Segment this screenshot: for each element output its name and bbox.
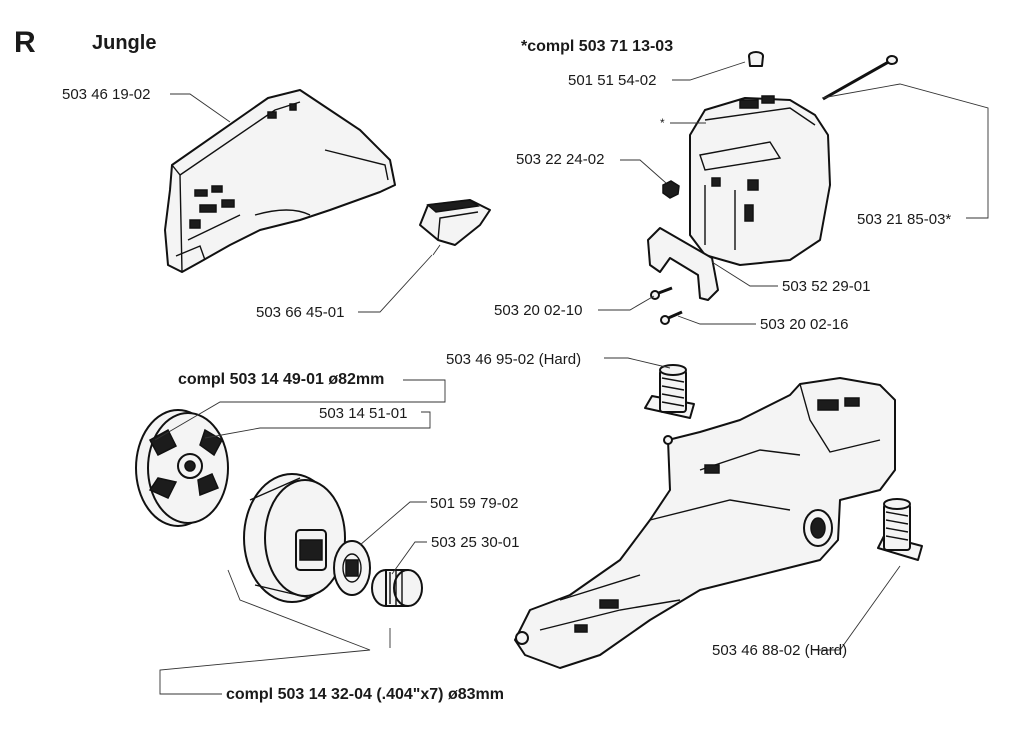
washer-drawing bbox=[333, 540, 371, 596]
clutch-drum-drawing bbox=[243, 473, 346, 603]
part-label-av-element-top: 503 46 95-02 (Hard) bbox=[446, 351, 582, 368]
part-label-chain-catcher: 503 66 45-01 bbox=[256, 304, 345, 321]
part-label-cover-nut: 503 22 24-02 bbox=[516, 151, 605, 168]
cover-bracket-drawing bbox=[647, 227, 719, 301]
section-title: Jungle bbox=[92, 32, 157, 54]
part-label-screw-a: 503 20 02-10 bbox=[494, 302, 583, 319]
part-label-cover-knob: 501 51 54-02 bbox=[568, 72, 657, 89]
cover-knob-drawing bbox=[748, 51, 764, 67]
av-element-bottom-drawing bbox=[877, 498, 923, 561]
cover-bolt-drawing bbox=[822, 55, 898, 101]
drum-compl-label: compl 503 14 32-04 (.404"x7) ø83mm bbox=[226, 686, 504, 703]
screw-a-drawing bbox=[650, 286, 673, 300]
av-element-top-drawing bbox=[644, 364, 695, 419]
part-label-needle-bearing: 503 25 30-01 bbox=[431, 534, 520, 551]
chain-catcher-drawing bbox=[419, 199, 491, 246]
part-label-clutch-cover: 503 46 19-02 bbox=[62, 86, 151, 103]
clutch-compl-label: compl 503 14 49-01 ø82mm bbox=[178, 371, 385, 388]
part-label-clutch-spring: 503 14 51-01 bbox=[319, 405, 408, 422]
asterisk-marker: * bbox=[660, 116, 665, 130]
crankcase-drawing bbox=[514, 377, 896, 669]
part-label-cover-bracket: 503 52 29-01 bbox=[782, 278, 871, 295]
part-label-screw-b: 503 20 02-16 bbox=[760, 316, 849, 333]
section-letter: R bbox=[14, 26, 36, 59]
part-label-washer: 501 59 79-02 bbox=[430, 495, 519, 512]
clutch-drawing bbox=[135, 409, 229, 527]
part-label-cover-bolt: 503 21 85-03* bbox=[857, 211, 952, 228]
cylinder-cover-compl-label: *compl 503 71 13-03 bbox=[521, 38, 674, 55]
clutch-cover-drawing bbox=[164, 89, 396, 273]
needle-bearing-drawing bbox=[371, 569, 423, 607]
cover-nut-drawing bbox=[662, 180, 680, 199]
part-label-av-element-bottom: 503 46 88-02 (Hard) bbox=[712, 642, 848, 659]
leader-lines bbox=[154, 61, 989, 695]
cylinder-cover-drawing bbox=[689, 95, 831, 266]
screw-b-drawing bbox=[660, 310, 683, 325]
